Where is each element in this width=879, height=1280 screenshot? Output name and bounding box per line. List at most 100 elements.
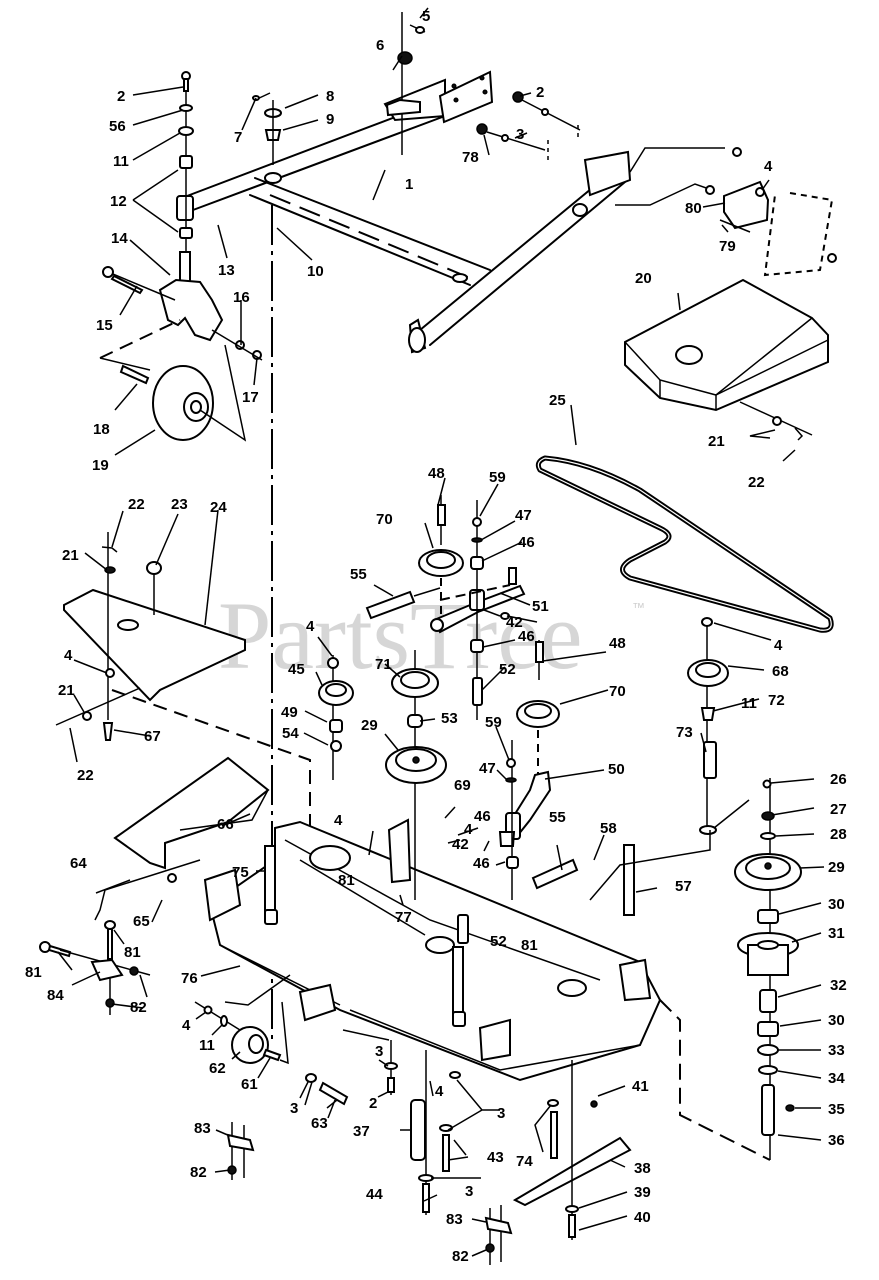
callout-11[interactable]: 11 bbox=[199, 1037, 215, 1054]
callout-22[interactable]: 22 bbox=[77, 767, 94, 784]
callout-73[interactable]: 73 bbox=[676, 724, 693, 741]
callout-12[interactable]: 12 bbox=[110, 193, 127, 210]
callout-83[interactable]: 83 bbox=[194, 1120, 211, 1137]
lift-frame[interactable] bbox=[176, 70, 632, 354]
idler-arm-assembly[interactable] bbox=[430, 500, 526, 720]
callout-59[interactable]: 59 bbox=[489, 469, 506, 486]
callout-46[interactable]: 46 bbox=[518, 534, 535, 551]
callout-81[interactable]: 81 bbox=[25, 964, 42, 981]
drive-belt[interactable] bbox=[535, 455, 834, 633]
callout-30[interactable]: 30 bbox=[828, 1012, 845, 1029]
callout-78[interactable]: 78 bbox=[462, 149, 479, 166]
callout-70[interactable]: 70 bbox=[609, 683, 626, 700]
callout-42[interactable]: 42 bbox=[506, 614, 523, 631]
callout-47[interactable]: 47 bbox=[479, 760, 496, 777]
lower-left-hardware[interactable] bbox=[39, 859, 513, 1265]
callout-70[interactable]: 70 bbox=[376, 511, 393, 528]
callout-3[interactable]: 3 bbox=[465, 1183, 473, 1200]
callout-38[interactable]: 38 bbox=[634, 1160, 651, 1177]
callout-4[interactable]: 4 bbox=[182, 1017, 191, 1034]
callout-75[interactable]: 75 bbox=[232, 864, 249, 881]
callout-55[interactable]: 55 bbox=[350, 566, 367, 583]
callout-2[interactable]: 2 bbox=[117, 88, 125, 105]
callout-17[interactable]: 17 bbox=[242, 389, 259, 406]
callout-69[interactable]: 69 bbox=[454, 777, 471, 794]
callout-83[interactable]: 83 bbox=[446, 1211, 463, 1228]
callout-20[interactable]: 20 bbox=[635, 270, 652, 287]
callout-27[interactable]: 27 bbox=[830, 801, 847, 818]
callout-25[interactable]: 25 bbox=[549, 392, 566, 409]
callout-4[interactable]: 4 bbox=[764, 158, 773, 175]
callout-4[interactable]: 4 bbox=[774, 637, 783, 654]
lower-center-hardware[interactable] bbox=[384, 1040, 632, 1240]
callout-37[interactable]: 37 bbox=[353, 1123, 370, 1140]
callout-1[interactable]: 1 bbox=[405, 176, 413, 193]
callout-67[interactable]: 67 bbox=[144, 728, 161, 745]
callout-50[interactable]: 50 bbox=[608, 761, 625, 778]
callout-9[interactable]: 9 bbox=[326, 111, 334, 128]
callout-40[interactable]: 40 bbox=[634, 1209, 651, 1226]
callout-79[interactable]: 79 bbox=[719, 238, 736, 255]
callout-24[interactable]: 24 bbox=[210, 499, 227, 516]
callout-52[interactable]: 52 bbox=[499, 661, 516, 678]
callout-59[interactable]: 59 bbox=[485, 714, 502, 731]
callout-2[interactable]: 2 bbox=[536, 84, 544, 101]
callout-3[interactable]: 3 bbox=[375, 1043, 383, 1060]
callout-3[interactable]: 3 bbox=[497, 1105, 505, 1122]
callout-54[interactable]: 54 bbox=[282, 725, 299, 742]
callout-34[interactable]: 34 bbox=[828, 1070, 845, 1087]
callout-4[interactable]: 4 bbox=[435, 1083, 444, 1100]
idler-springs[interactable] bbox=[365, 587, 579, 890]
callout-7[interactable]: 7 bbox=[234, 129, 242, 146]
callout-3[interactable]: 3 bbox=[290, 1100, 298, 1117]
deck-cover[interactable] bbox=[624, 278, 829, 441]
callout-4[interactable]: 4 bbox=[64, 647, 73, 664]
callout-22[interactable]: 22 bbox=[748, 474, 765, 491]
pin-and-nut[interactable] bbox=[385, 12, 426, 155]
callout-65[interactable]: 65 bbox=[133, 913, 150, 930]
discharge-chute[interactable] bbox=[113, 756, 270, 870]
callout-82[interactable]: 82 bbox=[190, 1164, 207, 1181]
callout-51[interactable]: 51 bbox=[532, 598, 549, 615]
callout-21[interactable]: 21 bbox=[708, 433, 725, 450]
callout-41[interactable]: 41 bbox=[632, 1078, 649, 1095]
callout-77[interactable]: 77 bbox=[395, 909, 412, 926]
callout-26[interactable]: 26 bbox=[830, 771, 847, 788]
callout-47[interactable]: 47 bbox=[515, 507, 532, 524]
callout-13[interactable]: 13 bbox=[218, 262, 235, 279]
callout-81[interactable]: 81 bbox=[124, 944, 141, 961]
callout-18[interactable]: 18 bbox=[93, 421, 110, 438]
idler-arm-lower[interactable] bbox=[457, 740, 552, 944]
callout-64[interactable]: 64 bbox=[70, 855, 87, 872]
callout-55[interactable]: 55 bbox=[549, 809, 566, 826]
callout-11[interactable]: 11 bbox=[113, 153, 129, 170]
callout-10[interactable]: 10 bbox=[307, 263, 324, 280]
callout-52[interactable]: 52 bbox=[490, 933, 507, 950]
callout-32[interactable]: 32 bbox=[830, 977, 847, 994]
callout-29[interactable]: 29 bbox=[828, 859, 845, 876]
callout-76[interactable]: 76 bbox=[181, 970, 198, 987]
caster-wheel-assembly[interactable] bbox=[99, 266, 263, 442]
callout-8[interactable]: 8 bbox=[326, 88, 334, 105]
callout-4[interactable]: 4 bbox=[306, 618, 315, 635]
callout-39[interactable]: 39 bbox=[634, 1184, 651, 1201]
callout-61[interactable]: 61 bbox=[241, 1076, 258, 1093]
callout-46[interactable]: 46 bbox=[518, 628, 535, 645]
callout-28[interactable]: 28 bbox=[830, 826, 847, 843]
mower-deck-housing[interactable] bbox=[203, 818, 662, 1082]
callout-82[interactable]: 82 bbox=[452, 1248, 469, 1265]
callout-5[interactable]: 5 bbox=[422, 8, 430, 25]
callout-15[interactable]: 15 bbox=[96, 317, 113, 334]
callout-57[interactable]: 57 bbox=[675, 878, 692, 895]
callout-63[interactable]: 63 bbox=[311, 1115, 328, 1132]
callout-48[interactable]: 48 bbox=[428, 465, 445, 482]
callout-53[interactable]: 53 bbox=[441, 710, 458, 727]
blade-spindle-assembly[interactable] bbox=[659, 778, 802, 1161]
callout-43[interactable]: 43 bbox=[487, 1149, 504, 1166]
callout-42[interactable]: 42 bbox=[452, 836, 469, 853]
callout-84[interactable]: 84 bbox=[47, 987, 64, 1004]
caster-pivot-stack[interactable] bbox=[178, 71, 194, 288]
callout-16[interactable]: 16 bbox=[233, 289, 250, 306]
callout-3[interactable]: 3 bbox=[516, 126, 524, 143]
callout-19[interactable]: 19 bbox=[92, 457, 109, 474]
